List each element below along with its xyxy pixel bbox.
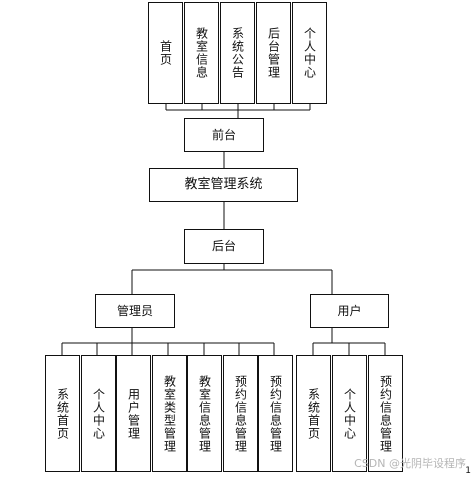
node-user-system-home: 系统首页 — [296, 355, 331, 472]
node-label: 系统首页 — [55, 387, 70, 440]
node-label: 管理员 — [116, 303, 153, 318]
node-label: 教室信息管理 — [197, 374, 212, 453]
page-number: 1 — [465, 466, 471, 476]
node-label: 预约信息管理 — [233, 374, 248, 453]
node-frontend: 前台 — [184, 118, 264, 152]
node-admin-classroom-type-management: 教室类型管理 — [152, 355, 187, 472]
node-label: 用户管理 — [126, 387, 141, 440]
node-label: 用户 — [337, 303, 362, 318]
node-home: 首页 — [148, 2, 183, 104]
node-admin-user-management: 用户管理 — [116, 355, 151, 472]
node-label: 个人中心 — [302, 27, 317, 79]
node-admin-personal-center: 个人中心 — [81, 355, 116, 472]
node-label: 后台 — [211, 239, 236, 253]
node-label: 系统公告 — [230, 27, 245, 79]
node-label: 教室管理系统 — [184, 176, 263, 192]
node-admin-system-home: 系统首页 — [45, 355, 80, 472]
node-system-notice: 系统公告 — [220, 2, 255, 104]
node-label: 后台管理 — [266, 27, 281, 79]
node-backend-admin: 后台管理 — [256, 2, 291, 104]
node-personal-center: 个人中心 — [292, 2, 327, 104]
node-admin: 管理员 — [95, 294, 175, 328]
node-label: 前台 — [211, 127, 236, 142]
node-system-root: 教室管理系统 — [149, 168, 298, 202]
csdn-watermark: CSDN @光阴毕设程序 — [354, 457, 466, 470]
node-admin-classroom-info-management: 教室信息管理 — [187, 355, 222, 472]
node-label: 系统首页 — [306, 387, 321, 440]
node-label: 个人中心 — [342, 387, 357, 440]
node-label: 教室类型管理 — [162, 374, 177, 453]
node-user: 用户 — [310, 294, 389, 328]
node-label: 预约信息管理 — [378, 374, 393, 453]
node-admin-booking-management: 预约信息管理 — [223, 355, 258, 472]
node-backend: 后台 — [184, 229, 264, 264]
node-label: 首页 — [158, 40, 173, 66]
node-classroom-info: 教室信息 — [184, 2, 219, 104]
node-label: 预约信息管理 — [268, 374, 283, 453]
node-user-personal-center: 个人中心 — [332, 355, 367, 472]
node-admin-booking-management-2: 预约信息管理 — [258, 355, 293, 472]
node-label: 个人中心 — [91, 387, 106, 440]
node-user-booking-management: 预约信息管理 — [368, 355, 403, 472]
node-label: 教室信息 — [194, 27, 209, 79]
